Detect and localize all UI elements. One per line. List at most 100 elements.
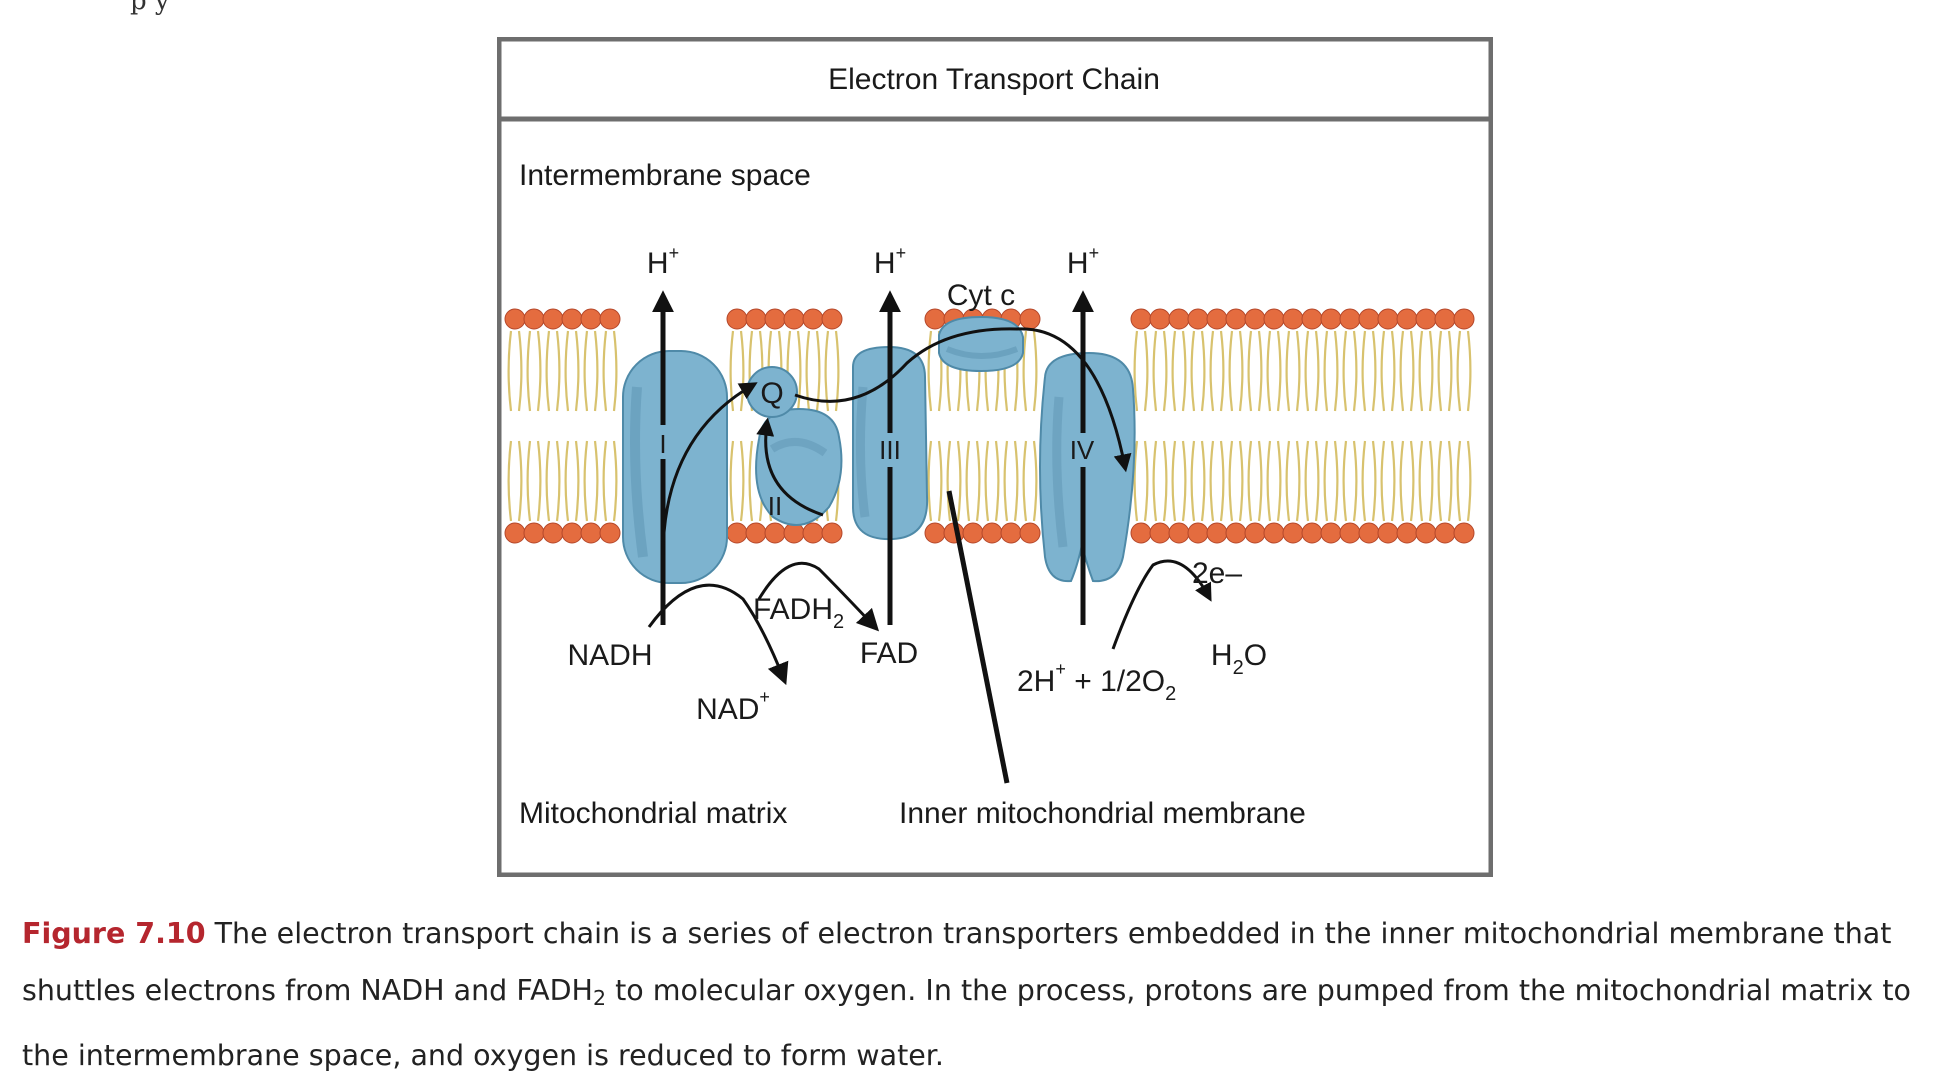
lipid-head [1263, 308, 1285, 330]
lipid-tail [1285, 330, 1291, 412]
lipid-tail [1238, 330, 1244, 412]
lipid-tail [1266, 440, 1272, 522]
lipid-head [1149, 522, 1171, 544]
lipid-tail [1247, 440, 1253, 522]
lipid-tail [555, 330, 561, 412]
lipid-head [599, 522, 621, 544]
lipid-head [504, 308, 526, 330]
lipid-head [542, 308, 564, 330]
lipid-tail [1361, 330, 1367, 412]
lipid-tail [1247, 330, 1253, 412]
lipid-tail [1171, 440, 1177, 522]
reactant-label: 2H+ + 1/2O2 [1017, 659, 1176, 705]
lipid-head [1206, 308, 1228, 330]
lipid-head [1415, 308, 1437, 330]
complex-ii [755, 407, 843, 526]
lipid-tail [1314, 440, 1320, 522]
lipid-tail [1143, 440, 1149, 522]
lipid-tail [927, 440, 933, 522]
complex-ii-label: II [768, 491, 782, 521]
lipid-tail [536, 330, 542, 412]
lipid-head [726, 308, 748, 330]
lipid-head [580, 522, 602, 544]
lipid-head [1244, 522, 1266, 544]
proton-label-2: H+ [874, 243, 906, 280]
lipid-tail [612, 330, 618, 412]
lipid-tail [1390, 440, 1396, 522]
lipid-head [745, 308, 767, 330]
lipid-head [1339, 522, 1361, 544]
lipid-tail [1333, 440, 1339, 522]
lipid-tail [1143, 330, 1149, 412]
lipid-tail [834, 330, 840, 412]
lipid-tail [1399, 330, 1405, 412]
electron-path-nadh-to-q [661, 382, 758, 558]
lipid-tail [1399, 440, 1405, 522]
lipid-head [783, 522, 805, 544]
lipid-tail [574, 440, 580, 522]
lipid-tail [1361, 440, 1367, 522]
lipid-tail [739, 440, 745, 522]
lipid-tail [1171, 330, 1177, 412]
lipid-tail [1266, 330, 1272, 412]
lipid-tail [1022, 440, 1028, 522]
lipid-tail [1152, 440, 1158, 522]
lipid-head [821, 522, 843, 544]
lipid-head [1187, 308, 1209, 330]
lipid-tail [1371, 440, 1377, 522]
lipid-head [764, 308, 786, 330]
nadh-label: NADH [567, 639, 652, 672]
lipid-tail [602, 440, 608, 522]
ubiquinone-q: Q [746, 366, 798, 418]
lipid-tail [824, 330, 830, 412]
lipid-head [1377, 522, 1399, 544]
nadh-to-nad-arrow [647, 583, 789, 686]
lipid-head [1396, 522, 1418, 544]
lipid-tail [1181, 330, 1187, 412]
lipid-tail [1257, 440, 1263, 522]
caption-text-1: The electron transport chain is a series… [22, 917, 1892, 1007]
lipid-tail [1380, 330, 1386, 412]
lipid-head [1434, 522, 1456, 544]
lipid-head [1263, 522, 1285, 544]
lipid-tail [937, 440, 943, 522]
lipid-head [1206, 522, 1228, 544]
lipid-head [1453, 308, 1475, 330]
lipid-head [1019, 308, 1041, 330]
lipid-tail [583, 330, 589, 412]
lipid-tail [1285, 440, 1291, 522]
lipid-tail [526, 330, 532, 412]
lipid-tail [975, 440, 981, 522]
inner-membrane-label: Inner mitochondrial membrane [899, 797, 1306, 830]
complex-iv-label: IV [1070, 435, 1095, 465]
lipid-tail [815, 330, 821, 412]
lipid-tail [1162, 330, 1168, 412]
lipid-tail [1181, 440, 1187, 522]
diagram-title: Electron Transport Chain [828, 63, 1160, 96]
lipid-tail [1219, 330, 1225, 412]
lipid-tail [796, 330, 802, 412]
complex-i [622, 350, 728, 584]
lipid-head [1320, 308, 1342, 330]
lipid-tail [956, 440, 962, 522]
lipid-tail [1456, 330, 1462, 412]
lipid-tail [1352, 330, 1358, 412]
lipid-tail [1013, 440, 1019, 522]
lipid-head [1434, 308, 1456, 330]
lipid-tail [1437, 330, 1443, 412]
lipid-head [1168, 522, 1190, 544]
lipid-tail [517, 330, 523, 412]
lipid-head [783, 308, 805, 330]
lipid-tail [1257, 330, 1263, 412]
lipid-tail [1314, 330, 1320, 412]
lipid-tail [1295, 330, 1301, 412]
lipid-tail [1447, 330, 1453, 412]
lipid-tail [1437, 440, 1443, 522]
lipid-tail [612, 440, 618, 522]
lipid-tail [1276, 440, 1282, 522]
electron-transport-chain-figure: Electron Transport Chain Intermembrane s… [497, 37, 1493, 877]
lipid-tail [1133, 330, 1139, 412]
lipid-head [1358, 522, 1380, 544]
lipid-head [1358, 308, 1380, 330]
lipid-tail [1219, 440, 1225, 522]
